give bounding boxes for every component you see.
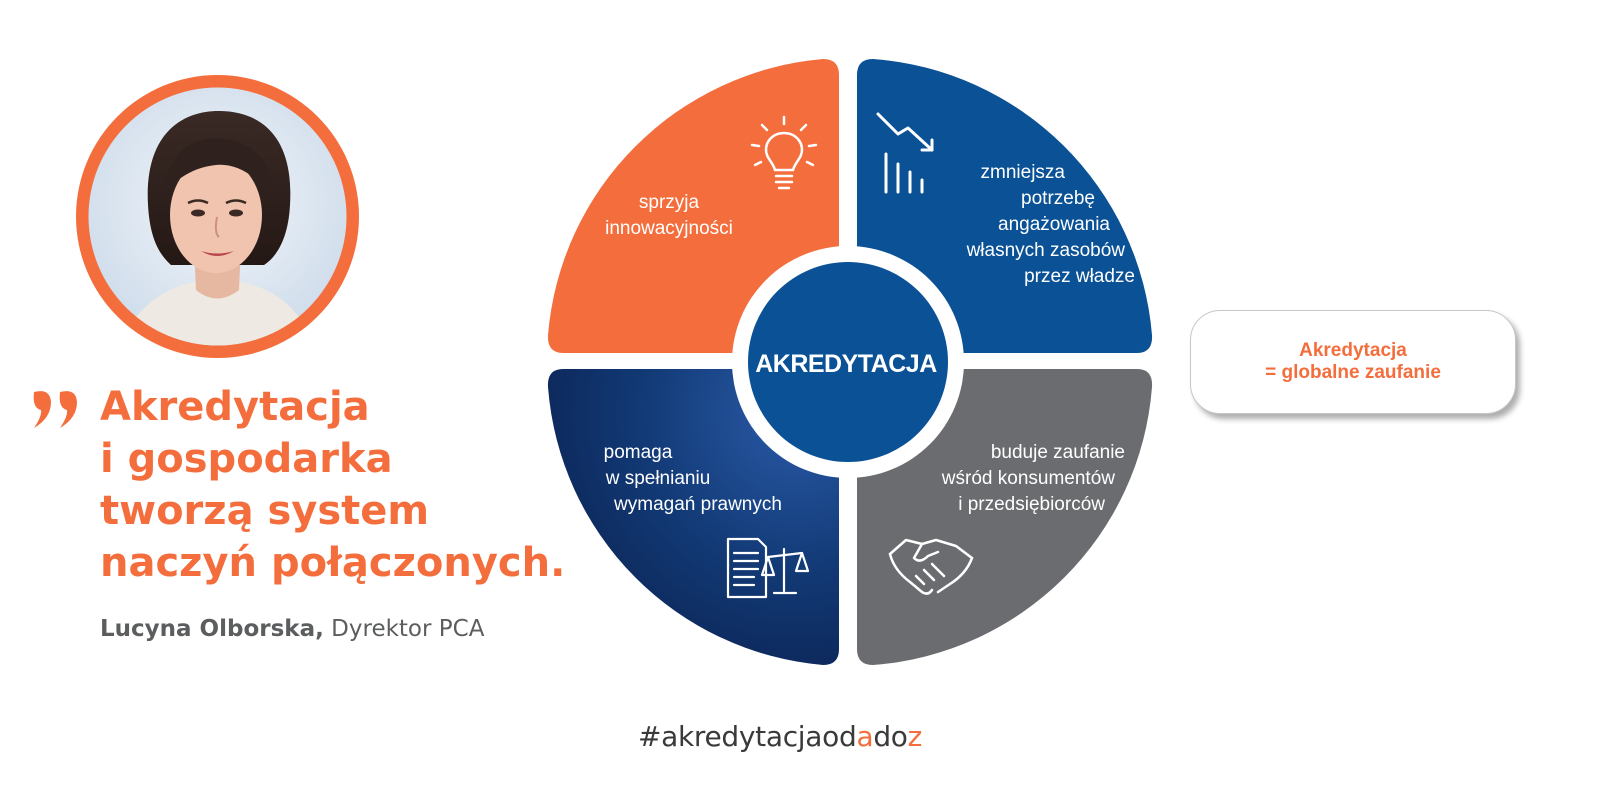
callout-box: Akredytacja = globalne zaufanie bbox=[1190, 310, 1516, 414]
author-role: Dyrektor PCA bbox=[331, 616, 485, 642]
person-photo-icon bbox=[88, 87, 347, 346]
quote-line: naczyń połączonych. bbox=[100, 540, 566, 586]
segment-line: zmniejsza bbox=[980, 162, 1065, 183]
segment-line: przez władze bbox=[1024, 266, 1135, 287]
segment-line: innowacyjności bbox=[605, 218, 733, 239]
callout-line: = globalne zaufanie bbox=[1265, 362, 1441, 383]
segment-line: w spełnianiu bbox=[605, 468, 711, 489]
center-circle bbox=[748, 262, 948, 462]
segment-line: potrzebę bbox=[1021, 188, 1095, 209]
portrait-photo bbox=[76, 75, 359, 358]
hashtag-a: a bbox=[856, 720, 874, 753]
quote-author: Lucyna Olborska, Dyrektor PCA bbox=[100, 616, 484, 642]
segment-line: sprzyja bbox=[638, 192, 700, 213]
segment-line: własnych zasobów bbox=[966, 240, 1125, 261]
quote-line: tworzą system bbox=[100, 488, 430, 534]
quotation-mark-icon bbox=[33, 391, 77, 428]
segment-text-top-left: sprzyja innowacyjności bbox=[569, 190, 769, 242]
segment-line: buduje zaufanie bbox=[990, 442, 1125, 463]
segment-line: pomaga bbox=[603, 442, 673, 463]
author-name: Lucyna Olborska, bbox=[100, 616, 324, 642]
quote-text: Akredytacja i gospodarka tworzą system n… bbox=[100, 381, 640, 589]
segment-line: angażowania bbox=[998, 214, 1110, 235]
segment-top-right bbox=[857, 59, 1153, 353]
segment-top-left bbox=[547, 59, 839, 353]
document-scales-icon bbox=[726, 537, 810, 599]
lightbulb-icon bbox=[750, 115, 818, 190]
segment-text-bottom-right: buduje zaufanie wśród konsumentów i prze… bbox=[905, 440, 1135, 518]
segment-text-top-right: zmniejsza potrzebę angażowania własnych … bbox=[915, 160, 1135, 290]
segment-line: wymagań prawnych bbox=[614, 494, 782, 515]
segment-line: wśród konsumentów bbox=[941, 468, 1115, 489]
center-label: AKREDYTACJA bbox=[755, 350, 937, 378]
hashtag-prefix: #akredytacjaod bbox=[637, 720, 857, 753]
hashtag: #akredytacjaodadoz bbox=[0, 720, 1560, 753]
hashtag-z: z bbox=[907, 720, 923, 753]
quote-line: Akredytacja bbox=[100, 384, 370, 430]
segment-text-bottom-left: pomaga w spełnianiu wymagań prawnych bbox=[563, 440, 793, 518]
hashtag-do: do bbox=[873, 720, 908, 753]
segment-line: i przedsiębiorców bbox=[958, 494, 1105, 515]
handshake-icon bbox=[888, 538, 974, 595]
callout-line: Akredytacja bbox=[1299, 340, 1407, 361]
quote-line: i gospodarka bbox=[100, 436, 393, 482]
declining-chart-icon bbox=[876, 112, 934, 194]
